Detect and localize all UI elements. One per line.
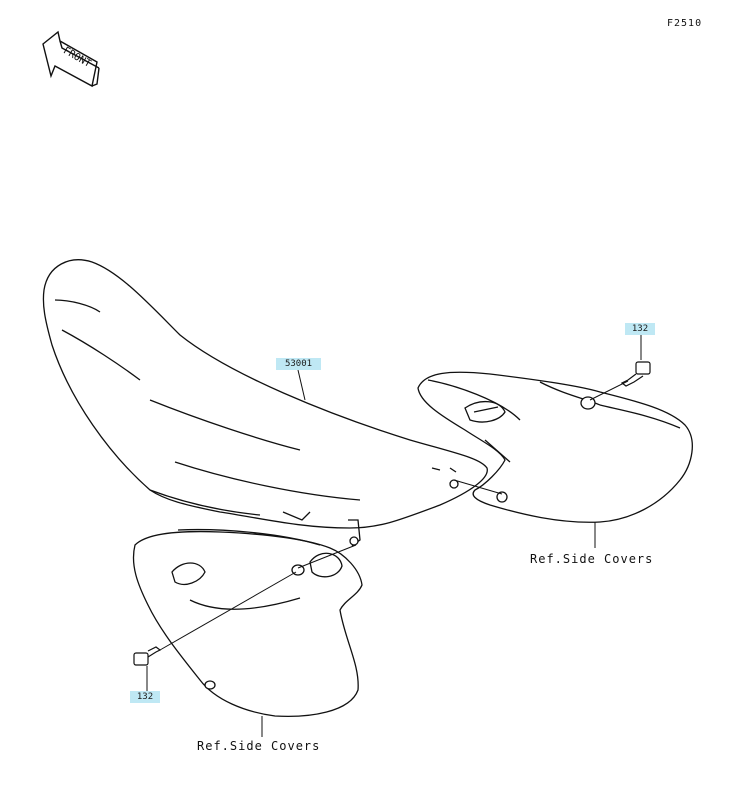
front-arrow-icon: FRONT	[42, 30, 100, 88]
seat-part[interactable]	[42, 259, 488, 547]
bolt-left-part[interactable]	[133, 646, 162, 666]
figure-code: F2510	[667, 18, 703, 29]
seat-callout[interactable]: 53001	[276, 358, 321, 370]
right-side-cover-part[interactable]	[417, 371, 693, 523]
bolt-right-part[interactable]	[620, 361, 651, 387]
bolt-left-callout[interactable]: 132	[130, 691, 160, 703]
leader-lines	[146, 335, 642, 737]
left-side-cover-part[interactable]	[132, 528, 363, 718]
right-side-cover-reference[interactable]: Ref.Side Covers	[530, 552, 654, 566]
bolt-right-callout[interactable]: 132	[625, 323, 655, 335]
left-side-cover-reference[interactable]: Ref.Side Covers	[197, 739, 321, 753]
